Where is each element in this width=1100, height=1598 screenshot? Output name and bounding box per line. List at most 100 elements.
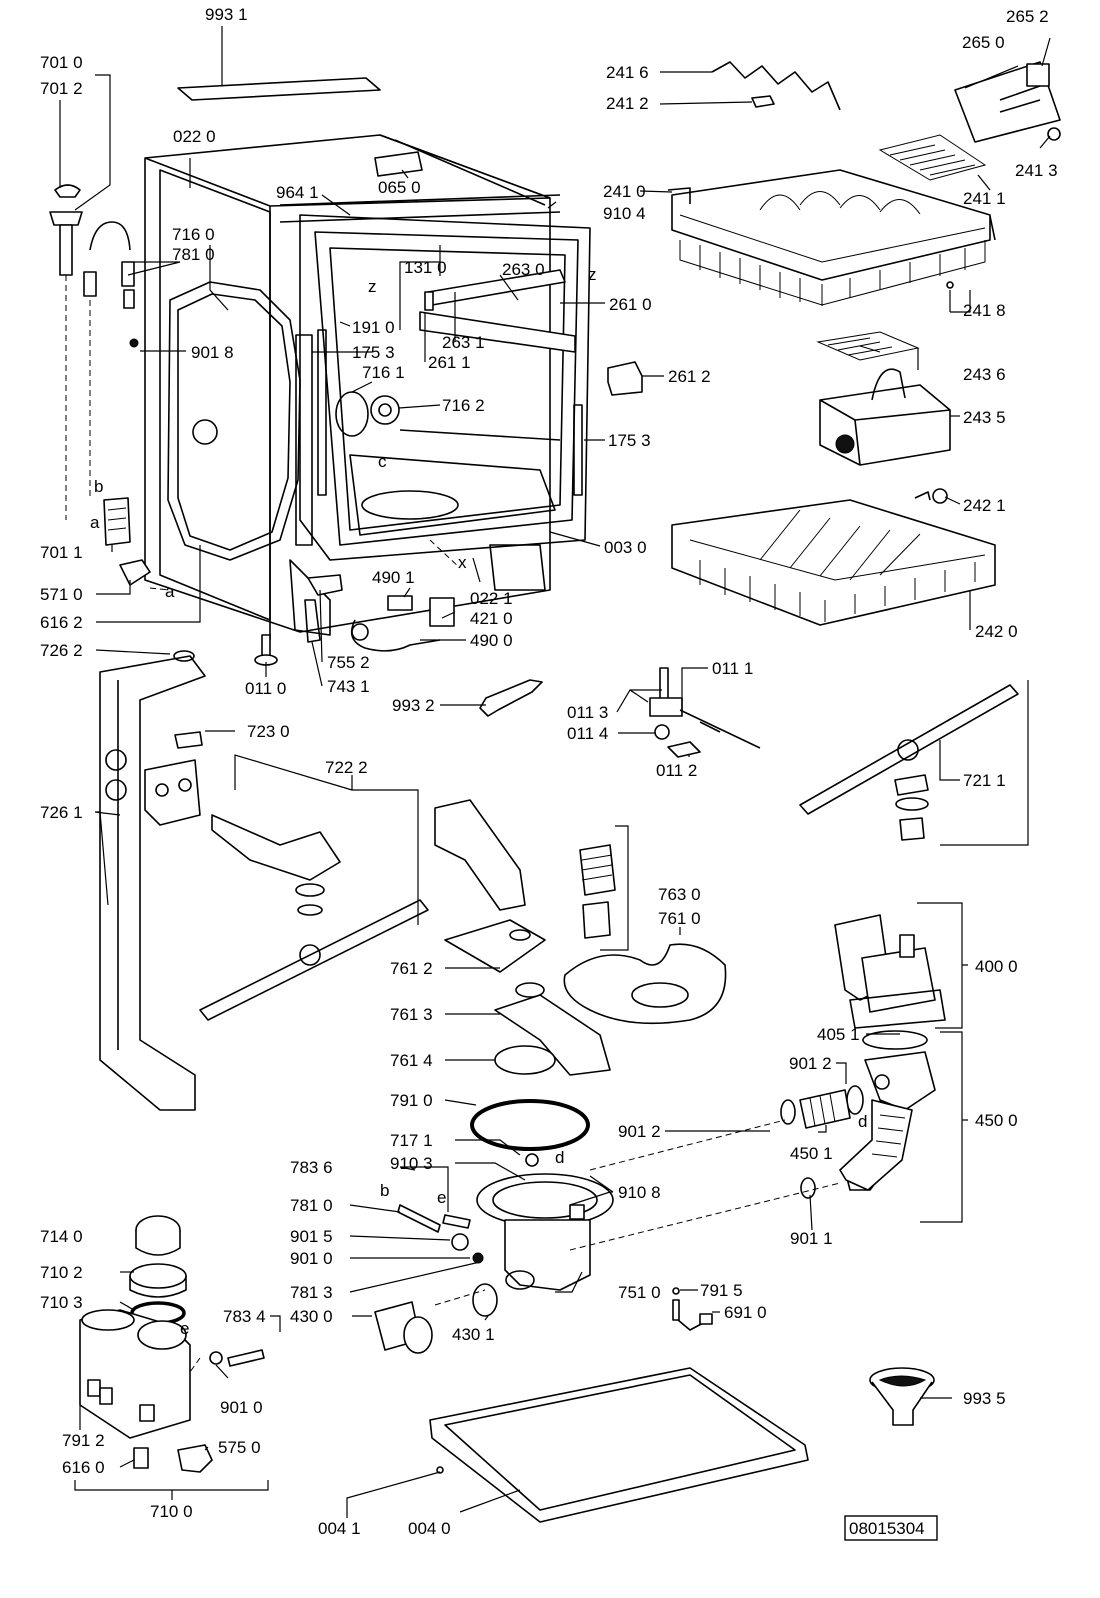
marker-b-2: b (380, 1181, 389, 1200)
rack-wheel (914, 488, 948, 504)
label-7103: 710 3 (40, 1293, 83, 1312)
tine-row (711, 61, 841, 111)
label-2612: 261 2 (668, 367, 711, 386)
label-2412: 241 2 (606, 94, 649, 113)
label-0111: 011 1 (712, 659, 753, 678)
upper-spray-arm (799, 684, 1019, 841)
drain-pump (374, 1283, 498, 1354)
wrench-tool (479, 679, 543, 717)
label-2410: 241 0 (603, 182, 646, 201)
label-0040: 004 0 (408, 1519, 451, 1538)
vent-cap (370, 395, 400, 425)
label-7630: 763 0 (658, 885, 701, 904)
label-9932: 993 2 (392, 696, 435, 715)
label-1753-b: 175 3 (608, 431, 651, 450)
label-2420: 242 0 (975, 622, 1018, 641)
lower-basket (671, 499, 996, 626)
connection-lines (149, 539, 841, 1373)
adjustable-foot (254, 634, 278, 666)
label-7915: 791 5 (700, 1281, 743, 1300)
marker-z-1: z (368, 277, 377, 296)
connection-hose (780, 1089, 851, 1199)
label-0113: 011 3 (567, 703, 608, 722)
filter-assembly (579, 844, 616, 939)
label-9010-b: 901 0 (220, 1398, 263, 1417)
label-9015: 901 5 (290, 1227, 333, 1246)
label-9018: 901 8 (191, 343, 234, 362)
label-7161: 716 1 (362, 363, 405, 382)
spray-pipe (99, 650, 206, 1111)
pump-housing (839, 1030, 936, 1191)
label-2416: 241 6 (606, 63, 649, 82)
top-seal-strip (177, 77, 381, 101)
label-0110: 011 0 (245, 679, 286, 698)
label-2413: 241 3 (1015, 161, 1058, 180)
label-7912: 791 2 (62, 1431, 105, 1450)
label-2650: 265 0 (962, 33, 1005, 52)
label-9108: 910 8 (618, 1183, 661, 1202)
part-drawings (49, 61, 1061, 1523)
softener-valve (177, 1444, 213, 1473)
label-9931: 993 1 (205, 5, 248, 24)
label-7162: 716 2 (442, 396, 485, 415)
label-2436: 243 6 (963, 365, 1006, 384)
screw-9018 (129, 338, 139, 348)
softener-hose (209, 1349, 265, 1367)
lower-spray-arm-assembly (144, 759, 429, 1021)
label-4051: 405 1 (817, 1025, 860, 1044)
label-4500: 450 0 (975, 1111, 1018, 1130)
label-1910: 191 0 (352, 318, 395, 337)
rack-adjuster (954, 61, 1061, 143)
label-7230: 723 0 (247, 722, 290, 741)
label-7836: 783 6 (290, 1158, 333, 1177)
label-7211: 721 1 (963, 771, 1006, 790)
label-4210: 421 0 (470, 609, 513, 628)
label-4000: 400 0 (975, 957, 1018, 976)
label-6162: 616 2 (40, 613, 83, 632)
label-7810-a: 781 0 (172, 245, 215, 264)
label-7834: 783 4 (223, 1307, 266, 1326)
label-2652: 265 2 (1006, 7, 1049, 26)
water-softener (79, 1215, 191, 1439)
label-0650: 065 0 (378, 178, 421, 197)
leader-lines (59, 26, 1051, 1518)
label-2411: 241 1 (963, 189, 1006, 208)
upper-basket (667, 169, 996, 306)
label-7612: 761 2 (390, 959, 433, 978)
dishwasher-tub (144, 134, 591, 640)
label-1753-a: 175 3 (352, 343, 395, 362)
reference-box: 08015304 (844, 1515, 938, 1541)
door-gasket (167, 281, 301, 561)
label-2421: 242 1 (963, 496, 1006, 515)
label-7610: 761 0 (658, 909, 701, 928)
label-0030: 003 0 (604, 538, 647, 557)
label-5750: 575 0 (218, 1438, 261, 1457)
label-4901: 490 1 (372, 568, 415, 587)
label-7613: 761 3 (390, 1005, 433, 1024)
label-7510: 751 0 (618, 1283, 661, 1302)
label-7100: 710 0 (150, 1502, 193, 1521)
label-9104: 910 4 (603, 204, 646, 223)
label-4501: 450 1 (790, 1144, 833, 1163)
marker-b-1: b (94, 477, 103, 496)
label-7160: 716 0 (172, 225, 215, 244)
label-2418: 241 8 (963, 301, 1006, 320)
rear-foot-assembly (649, 667, 761, 758)
label-7102: 710 2 (40, 1263, 83, 1282)
label-7171: 717 1 (390, 1131, 433, 1150)
marker-a-2: a (165, 582, 175, 601)
rack-rail-lower (419, 311, 576, 353)
label-0221: 022 1 (470, 589, 513, 608)
label-2610: 261 0 (609, 295, 652, 314)
marker-z-2: z (588, 265, 597, 284)
sump (476, 1153, 614, 1291)
level-sensor (672, 1287, 713, 1331)
label-7261: 726 1 (40, 803, 83, 822)
label-4300: 430 0 (290, 1307, 333, 1326)
label-2630: 263 0 (502, 260, 545, 279)
sump-gasket (470, 1099, 590, 1151)
inlet-valve (119, 559, 151, 586)
label-4301: 430 1 (452, 1325, 495, 1344)
reference-number: 08015304 (849, 1519, 925, 1538)
marker-c: c (378, 452, 387, 471)
